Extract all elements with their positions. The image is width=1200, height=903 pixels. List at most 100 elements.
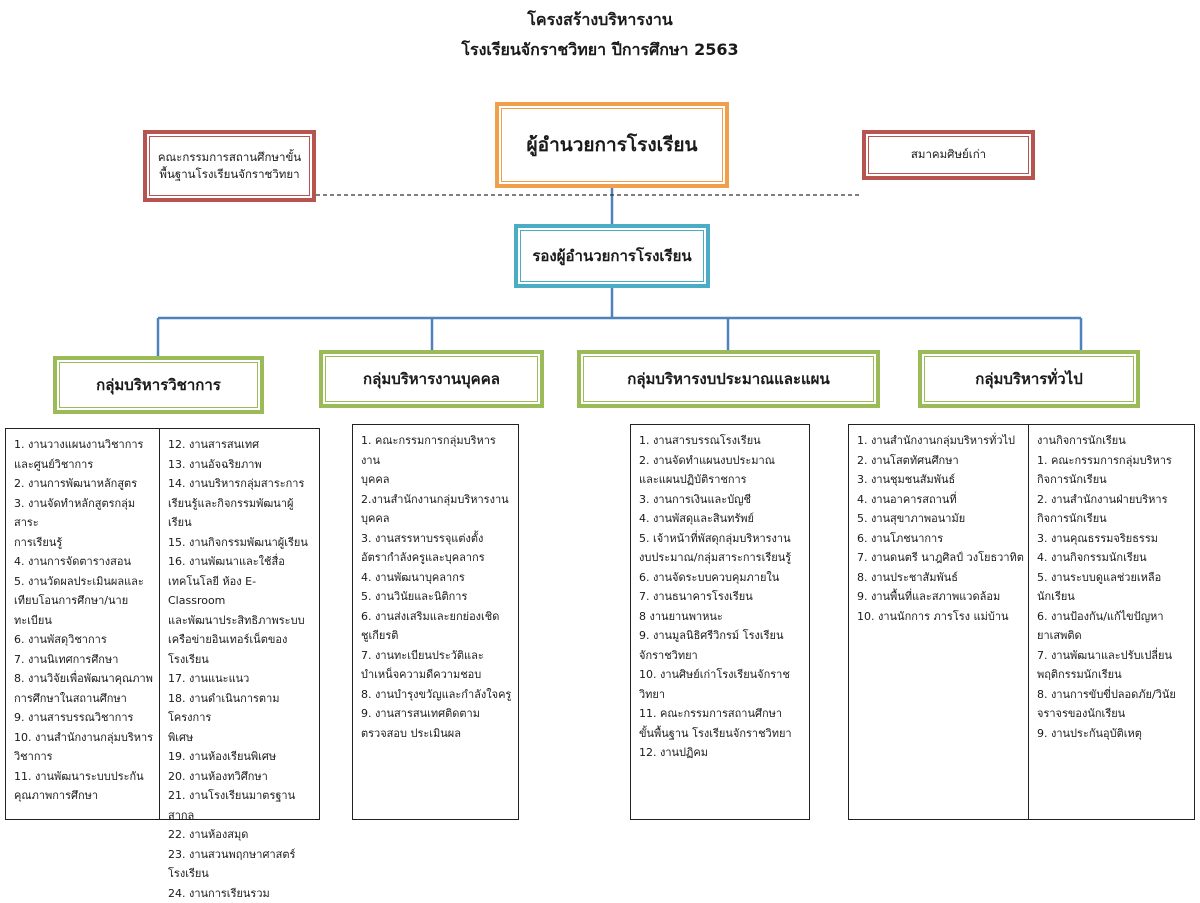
group-personnel-label: กลุ่มบริหารงานบุคคล bbox=[363, 367, 500, 391]
task-item: 3. งานจัดทำหลักสูตรกลุ่มสาระ bbox=[14, 494, 155, 533]
task-item: 2.งานสำนักงานกลุ่มบริหารงาน bbox=[361, 490, 514, 510]
task-item: 24. งานการเรียนรวม bbox=[168, 884, 315, 903]
task-item: 6. งานส่งเสริมและยกย่องเชิด bbox=[361, 607, 514, 627]
task-item: 15. งานกิจกรรมพัฒนาผู้เรียน bbox=[168, 533, 315, 553]
task-item: 19. งานห้องเรียนพิเศษ bbox=[168, 747, 315, 767]
task-item: 6. งานป้องกัน/แก้ไขปัญหา bbox=[1037, 607, 1190, 627]
task-item: บุคคล bbox=[361, 509, 514, 529]
task-item: 5. งานวัดผลประเมินผลและ bbox=[14, 572, 155, 592]
task-item: 7. งานพัฒนาและปรับเปลี่ยน bbox=[1037, 646, 1190, 666]
task-item: 4. งานการจัดตารางสอน bbox=[14, 552, 155, 572]
task-item: 9. งานประกันอุบัติเหตุ bbox=[1037, 724, 1190, 744]
task-item: 14. งานบริหารกลุ่มสาระการ bbox=[168, 474, 315, 494]
task-item: 5. งานสุขาภาพอนามัย bbox=[857, 509, 1024, 529]
task-item: 5. งานระบบดูแลช่วยเหลือ bbox=[1037, 568, 1190, 588]
group-personnel: กลุ่มบริหารงานบุคคล bbox=[319, 350, 544, 408]
task-item: คุณภาพการศึกษา bbox=[14, 786, 155, 806]
task-item: 21. งานโรงเรียนมาตรฐานสากล bbox=[168, 786, 315, 825]
task-item: 4. งานพัฒนาบุคลากร bbox=[361, 568, 514, 588]
task-item: 11. งานพัฒนาระบบประกัน bbox=[14, 767, 155, 787]
task-item: การศึกษาในสถานศึกษา bbox=[14, 689, 155, 709]
task-item: ชูเกียรติ bbox=[361, 626, 514, 646]
task-item: 18. งานดำเนินการตามโครงการ bbox=[168, 689, 315, 728]
task-item: 2. งานการพัฒนาหลักสูตร bbox=[14, 474, 155, 494]
task-item: 10. งานนักการ ภารโรง แม่บ้าน bbox=[857, 607, 1024, 627]
group-general-label: กลุ่มบริหารทั่วไป bbox=[975, 367, 1082, 391]
task-item: 8 งานยานพาหนะ bbox=[639, 607, 805, 627]
deputy-box: รองผู้อำนวยการโรงเรียน bbox=[514, 224, 710, 288]
task-item: 4. งานกิจกรรมนักเรียน bbox=[1037, 548, 1190, 568]
task-item: 8. งานประชาสัมพันธ์ bbox=[857, 568, 1024, 588]
task-item: และแผนปฏิบัติราชการ bbox=[639, 470, 805, 490]
task-item: 9. งานสารบรรณวิชาการ bbox=[14, 708, 155, 728]
task-item: เครือข่ายอินเทอร์เน็ตของโรงเรียน bbox=[168, 630, 315, 669]
task-item: พิเศษ bbox=[168, 728, 315, 748]
task-item: 7. งานทะเบียนประวัติและ bbox=[361, 646, 514, 666]
task-item: 3. งานสรรหาบรรจุแต่งตั้ง bbox=[361, 529, 514, 549]
task-item: 20. งานห้องทวิศึกษา bbox=[168, 767, 315, 787]
task-item: 9. งานสารสนเทศติดตาม bbox=[361, 704, 514, 724]
task-item: บุคคล bbox=[361, 470, 514, 490]
task-item: ตรวจสอบ ประเมินผล bbox=[361, 724, 514, 744]
group-academic: กลุ่มบริหารวิชาการ bbox=[53, 356, 264, 414]
task-item: 22. งานห้องสมุด bbox=[168, 825, 315, 845]
task-item: 4. งานอาคารสถานที่ bbox=[857, 490, 1024, 510]
alumni-label: สมาคมศิษย์เก่า bbox=[911, 146, 986, 163]
task-item: 6. งานโภชนาการ bbox=[857, 529, 1024, 549]
task-item: ทะเบียน bbox=[14, 611, 155, 631]
task-item: กิจการนักเรียน bbox=[1037, 509, 1190, 529]
task-item: 1. งานสำนักงานกลุ่มบริหารทั่วไป bbox=[857, 431, 1024, 451]
task-item: 1. งานสารบรรณโรงเรียน bbox=[639, 431, 805, 451]
task-item: 23. งานสวนพฤกษาศาสตร์ bbox=[168, 845, 315, 865]
task-item: 16. งานพัฒนาและใช้สื่อ bbox=[168, 552, 315, 572]
director-label: ผู้อำนวยการโรงเรียน bbox=[527, 130, 698, 160]
task-item: เทคโนโลยี ห้อง E- Classroom bbox=[168, 572, 315, 611]
task-item: 7. งานดนตรี นาฎศิลป์ วงโยธวาทิต bbox=[857, 548, 1024, 568]
task-item: โรงเรียน bbox=[168, 864, 315, 884]
task-item: 8. งานบำรุงขวัญและกำลังใจครู bbox=[361, 685, 514, 705]
director-box: ผู้อำนวยการโรงเรียน bbox=[495, 102, 729, 188]
group-academic-label: กลุ่มบริหารวิชาการ bbox=[96, 373, 221, 397]
task-item: จักราชวิทยา bbox=[639, 646, 805, 666]
task-item: 10. งานสำนักงานกลุ่มบริหาร bbox=[14, 728, 155, 748]
deputy-label: รองผู้อำนวยการโรงเรียน bbox=[532, 244, 691, 268]
task-item: 7. งานนิเทศการศึกษา bbox=[14, 650, 155, 670]
task-item: 2. งานสำนักงานฝ่ายบริหาร bbox=[1037, 490, 1190, 510]
task-item: 6. งานจัดระบบควบคุมภายใน bbox=[639, 568, 805, 588]
alumni-box: สมาคมศิษย์เก่า bbox=[862, 130, 1035, 180]
committee-label: คณะกรรมการสถานศึกษาขั้นพื้นฐานโรงเรียนจั… bbox=[157, 149, 302, 184]
group-budget-label: กลุ่มบริหารงบประมาณและแผน bbox=[627, 367, 829, 391]
task-item: 10. งานศิษย์เก่าโรงเรียนจักราชวิทยา bbox=[639, 665, 805, 704]
task-item: การเรียนรู้ bbox=[14, 533, 155, 553]
task-item: 2. งานโสตทัศนศึกษา bbox=[857, 451, 1024, 471]
group-general: กลุ่มบริหารทั่วไป bbox=[918, 350, 1140, 408]
task-item: พฤติกรรมนักเรียน bbox=[1037, 665, 1190, 685]
task-item: บำเหน็จความดีความชอบ bbox=[361, 665, 514, 685]
task-item: และศูนย์วิชาการ bbox=[14, 455, 155, 475]
task-item: 3. งานชุมชนสัมพันธ์ bbox=[857, 470, 1024, 490]
task-item: 17. งานแนะแนว bbox=[168, 669, 315, 689]
task-item: จราจรของนักเรียน bbox=[1037, 704, 1190, 724]
task-item: ยาเสพติด bbox=[1037, 626, 1190, 646]
group-budget: กลุ่มบริหารงบประมาณและแผน bbox=[577, 350, 880, 408]
task-item: อัตรากำลังครูและบุคลากร bbox=[361, 548, 514, 568]
task-item: เรียนรู้และกิจกรรมพัฒนาผู้เรียน bbox=[168, 494, 315, 533]
task-item: 6. งานพัสดุวิชาการ bbox=[14, 630, 155, 650]
task-item: 9. งานพื้นที่และสภาพแวดล้อม bbox=[857, 587, 1024, 607]
task-item: 5. งานวินัยและนิติการ bbox=[361, 587, 514, 607]
task-item: 9. งานมูลนิธิศรีวิกรม์ โรงเรียน bbox=[639, 626, 805, 646]
task-item: ขั้นพื้นฐาน โรงเรียนจักราชวิทยา bbox=[639, 724, 805, 744]
task-item: เทียบโอนการศึกษา/นาย bbox=[14, 591, 155, 611]
task-item: 7. งานธนาคารโรงเรียน bbox=[639, 587, 805, 607]
task-item: 12. งานปฏิคม bbox=[639, 743, 805, 763]
task-item: 5. เจ้าหน้าที่พัสดุกลุ่มบริหารงาน bbox=[639, 529, 805, 549]
